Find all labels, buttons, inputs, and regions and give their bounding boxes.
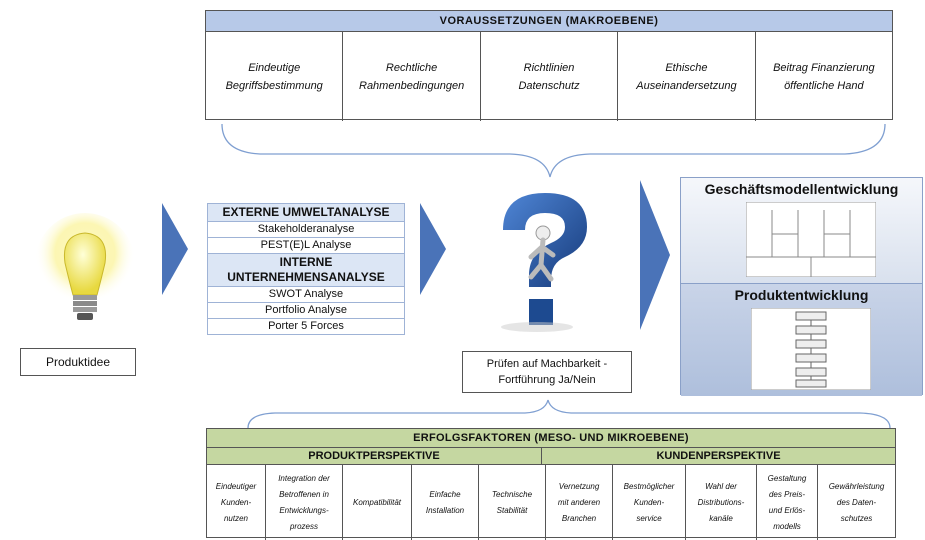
success-factor-cell: Technische Stabilität	[479, 465, 546, 540]
flow-arrow	[420, 203, 446, 295]
external-analysis-title: EXTERNE UMWELTANALYSE	[207, 203, 405, 222]
light-bulb-icon	[35, 213, 135, 320]
analysis-item: PEST(E)L Analyse	[207, 238, 405, 254]
analysis-item: Portfolio Analyse	[207, 303, 405, 319]
prerequisites-table: VORAUSSETZUNGEN (MAKROEBENE) Eindeutige …	[205, 10, 893, 121]
success-factor-cell: Bestmöglicher Kunden- service	[613, 465, 686, 540]
success-factor-cell: Gewährleistung des Daten- schutzes	[828, 481, 885, 523]
success-factor-cell: Einfache Installation	[412, 465, 479, 540]
success-factor-cell: Integration der Betroffenen in Entwicklu…	[266, 465, 343, 540]
success-factor-cell: Kompatibilität	[343, 465, 412, 540]
success-factor-cell: Gestaltung des Preis- und Erlös- modells	[757, 465, 818, 540]
feasibility-check-box: Prüfen auf Machbarkeit - Fortführung Ja/…	[462, 351, 632, 393]
bottom-brace	[247, 399, 891, 429]
product-development-title: Produktentwicklung	[734, 287, 869, 303]
success-factor-cell: Wahl der Distributions- kanäle	[686, 465, 757, 540]
prerequisite-cell: Rechtliche Rahmenbedingungen	[343, 32, 481, 121]
top-brace	[221, 123, 886, 178]
success-factors-title: ERFOLGSFAKTOREN (MESO- UND MIKROEBENE)	[207, 429, 895, 448]
flow-arrow	[640, 180, 670, 330]
prerequisites-title: VORAUSSETZUNGEN (MAKROEBENE)	[206, 11, 892, 32]
business-model-title: Geschäftsmodellentwicklung	[704, 181, 899, 197]
customer-perspective-header: KUNDENPERSPEKTIVE	[542, 448, 895, 464]
analysis-item: Porter 5 Forces	[207, 319, 405, 335]
product-perspective-header: PRODUKTPERSPEKTIVE	[207, 448, 542, 464]
product-idea-box: Produktidee	[20, 348, 136, 376]
success-factor-cell: Vernetzung mit anderen Branchen	[546, 465, 613, 540]
prerequisite-cell: Eindeutige Begriffsbestimmung	[206, 32, 344, 121]
development-panel: Geschäftsmodellentwicklung Produktentwic…	[680, 177, 923, 396]
analysis-item: Stakeholderanalyse	[207, 222, 405, 238]
analysis-item: SWOT Analyse	[207, 287, 405, 303]
business-model-canvas-image	[746, 202, 876, 277]
product-process-image	[751, 308, 871, 390]
prerequisite-cell: Ethische Auseinandersetzung	[618, 32, 756, 121]
prerequisite-cell: Richtlinien Datenschutz	[481, 32, 619, 121]
question-mark-icon	[501, 193, 587, 332]
success-factors-table: ERFOLGSFAKTOREN (MESO- UND MIKROEBENE) P…	[206, 428, 896, 540]
internal-analysis-title: INTERNE UNTERNEHMENSANALYSE	[207, 254, 405, 287]
analysis-list: EXTERNE UMWELTANALYSE Stakeholderanalyse…	[207, 203, 405, 335]
success-factor-cell: Eindeutiger Kunden- nutzen	[207, 465, 266, 540]
prerequisite-cell: Beitrag Finanzierung öffentliche Hand	[773, 61, 875, 92]
flow-arrow	[162, 203, 188, 295]
